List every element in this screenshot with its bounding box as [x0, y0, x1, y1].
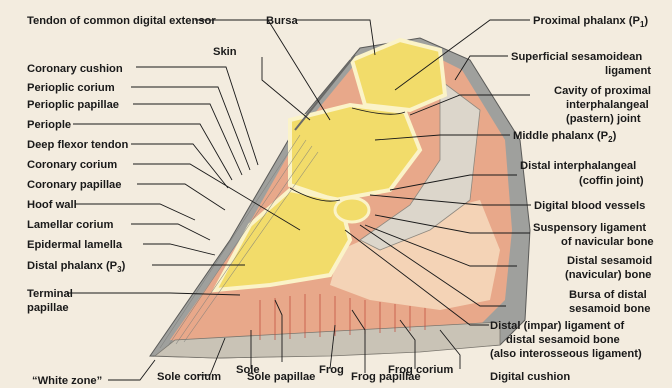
label-white-zone: “White zone”: [32, 375, 102, 387]
label-coronary-cushion: Coronary cushion: [27, 63, 123, 75]
label-deep-flexor: Deep flexor tendon: [27, 139, 128, 151]
label-sole-papillae: Sole papillae: [247, 371, 315, 383]
label-terminal-papillae-2: papillae: [27, 302, 69, 314]
label-sup-sesamoidean-1: Superficial sesamoidean: [511, 51, 642, 63]
label-cavity-1: Cavity of proximal: [554, 85, 651, 97]
label-bursa: Bursa: [266, 15, 298, 27]
label-impar-1: Distal (impar) ligament of: [490, 320, 625, 332]
label-digital-blood: Digital blood vessels: [534, 200, 645, 212]
label-distal-sesamoid-1: Distal sesamoid: [567, 255, 652, 267]
label-epidermal-lamella: Epidermal lamella: [27, 239, 123, 251]
label-coronary-papillae: Coronary papillae: [27, 179, 122, 191]
label-bursa-distal-1: Bursa of distal: [569, 289, 647, 301]
label-terminal-papillae-1: Terminal: [27, 288, 73, 300]
navicular-bone: [335, 198, 369, 222]
label-proximal-phalanx: Proximal phalanx (P1): [533, 15, 648, 29]
label-sole-corium: Sole corium: [157, 371, 221, 383]
label-distal-ip-1: Distal interphalangeal: [520, 160, 636, 172]
label-suspensory-1: Suspensory ligament: [533, 222, 646, 234]
label-hoof-wall: Hoof wall: [27, 199, 77, 211]
label-tendon-extensor: Tendon of common digital extensor: [27, 15, 216, 27]
label-coronary-corium: Coronary corium: [27, 159, 117, 171]
label-cavity-3: (pastern) joint: [566, 113, 641, 125]
label-bursa-distal-2: sesamoid bone: [569, 303, 650, 315]
label-cavity-2: interphalangeal: [566, 99, 649, 111]
label-frog: Frog: [319, 364, 344, 376]
label-frog-corium: Frog corium: [388, 364, 453, 376]
label-distal-sesamoid-2: (navicular) bone: [565, 269, 651, 281]
label-periople: Periople: [27, 119, 71, 131]
label-distal-phalanx: Distal phalanx (P3): [27, 260, 126, 274]
label-distal-ip-2: (coffin joint): [579, 175, 644, 187]
label-middle-phalanx: Middle phalanx (P2): [513, 130, 617, 144]
label-perioplic-corium: Perioplic corium: [27, 82, 115, 94]
label-suspensory-2: of navicular bone: [561, 236, 654, 248]
label-perioplic-papillae: Perioplic papillae: [27, 99, 119, 111]
label-skin: Skin: [213, 46, 237, 58]
label-lamellar-corium: Lamellar corium: [27, 219, 113, 231]
label-sup-sesamoidean-2: ligament: [605, 65, 651, 77]
label-impar-2: distal sesamoid bone: [506, 334, 620, 346]
label-impar-3: (also interosseous ligament): [490, 348, 642, 360]
label-digital-cushion: Digital cushion: [490, 371, 570, 383]
